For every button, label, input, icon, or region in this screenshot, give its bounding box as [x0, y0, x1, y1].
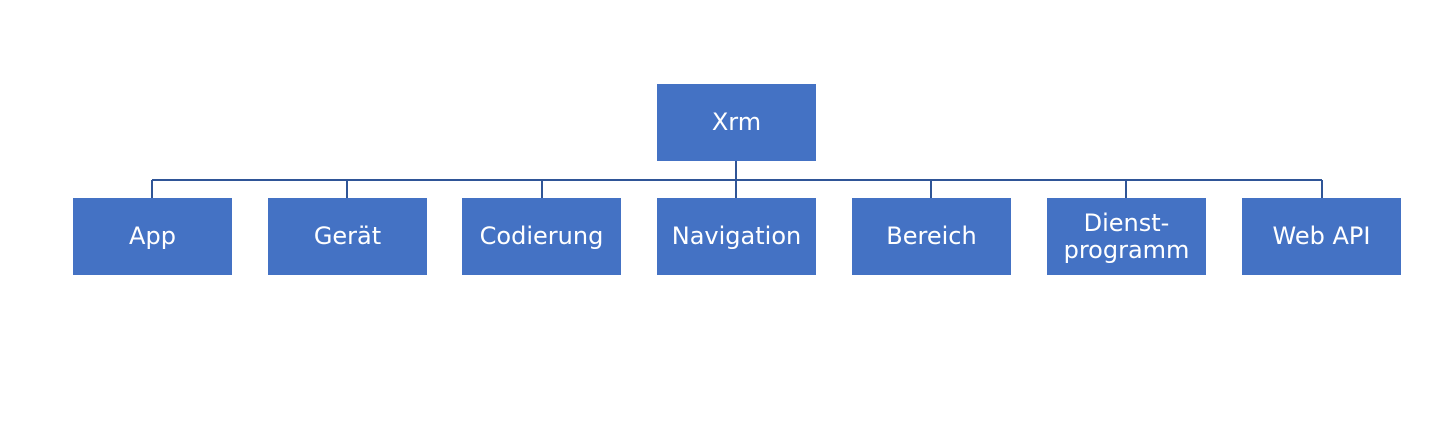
root-node-xrm: Xrm: [657, 84, 816, 161]
child-node-navigation: Navigation: [657, 198, 816, 275]
child-node-bereich: Bereich: [852, 198, 1011, 275]
child-node-web-api: Web API: [1242, 198, 1401, 275]
child-node-label: Dienst- programm: [1063, 208, 1190, 264]
child-node-app: App: [73, 198, 232, 275]
child-node-codierung: Codierung: [462, 198, 621, 275]
child-node-label: Web API: [1272, 222, 1371, 250]
child-node-geraet: Gerät: [268, 198, 427, 275]
child-node-label: App: [129, 222, 176, 250]
child-node-label: Bereich: [886, 222, 977, 250]
child-node-label: Codierung: [479, 222, 604, 250]
child-node-dienstprogramm: Dienst- programm: [1047, 198, 1206, 275]
root-node-label: Xrm: [711, 108, 762, 136]
child-node-label: Navigation: [671, 222, 802, 250]
child-node-label: Gerät: [313, 222, 382, 250]
